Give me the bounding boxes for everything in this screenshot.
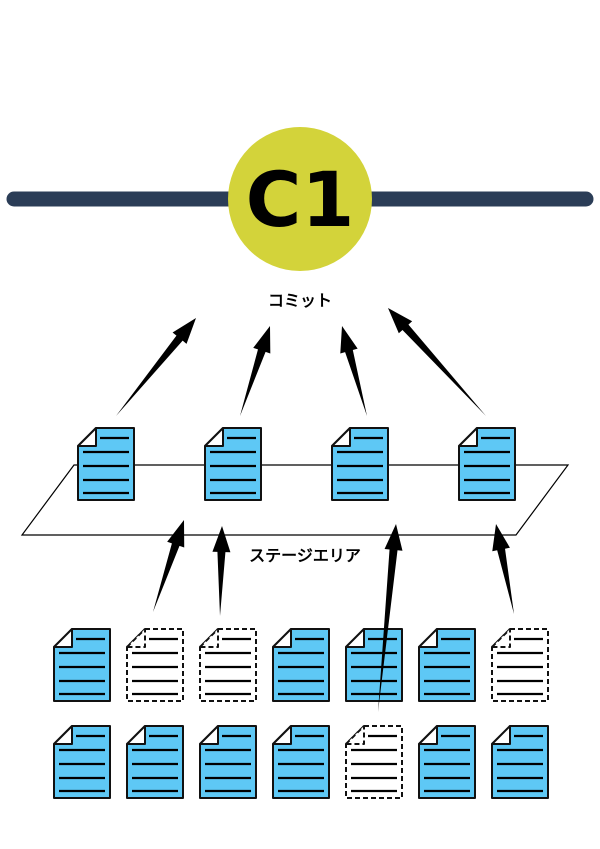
- arrow-up-icon: [240, 326, 271, 416]
- arrow-up-icon: [340, 326, 367, 416]
- document-fold: [345, 628, 365, 648]
- document-fold: [331, 427, 351, 447]
- untracked-file[interactable]: [126, 628, 184, 702]
- working-file[interactable]: [418, 725, 476, 799]
- staged-file[interactable]: [458, 427, 516, 501]
- document-fold: [126, 725, 146, 745]
- arrow-up-icon: [116, 318, 196, 416]
- document-fold: [491, 725, 511, 745]
- document-fold: [126, 628, 146, 648]
- stage-arrows-layer: [153, 520, 514, 712]
- staged-file[interactable]: [331, 427, 389, 501]
- document-fold: [491, 628, 511, 648]
- commit-label: C1: [246, 155, 355, 244]
- commit-circle[interactable]: [228, 127, 372, 271]
- commit-caption: コミット: [268, 291, 332, 310]
- arrow-up-icon: [492, 524, 514, 614]
- document-fold: [458, 427, 478, 447]
- arrow-up-icon: [388, 308, 486, 416]
- commit-node[interactable]: C1: [228, 127, 372, 271]
- untracked-file[interactable]: [491, 628, 549, 702]
- staged-file[interactable]: [204, 427, 262, 501]
- working-file[interactable]: [272, 725, 330, 799]
- working-file[interactable]: [272, 628, 330, 702]
- stage-area-label: ステージエリア: [249, 546, 361, 565]
- document-fold: [345, 725, 365, 745]
- document-fold: [53, 725, 73, 745]
- working-file[interactable]: [491, 725, 549, 799]
- untracked-file[interactable]: [199, 628, 257, 702]
- working-file[interactable]: [53, 725, 111, 799]
- staged-file[interactable]: [77, 427, 135, 501]
- working-file[interactable]: [53, 628, 111, 702]
- document-fold: [418, 628, 438, 648]
- document-fold: [204, 427, 224, 447]
- document-fold: [272, 725, 292, 745]
- stage-area-plane: [20, 464, 570, 536]
- working-file[interactable]: [199, 725, 257, 799]
- document-fold: [77, 427, 97, 447]
- arrow-up-icon: [212, 526, 231, 616]
- document-fold: [199, 725, 219, 745]
- document-fold: [53, 628, 73, 648]
- working-file[interactable]: [345, 628, 403, 702]
- working-file[interactable]: [126, 725, 184, 799]
- arrow-up-icon: [378, 524, 403, 712]
- arrows-layer: [116, 308, 486, 416]
- documents-layer: [53, 427, 549, 799]
- working-file[interactable]: [418, 628, 476, 702]
- untracked-file[interactable]: [345, 725, 403, 799]
- arrow-up-icon: [153, 520, 185, 612]
- document-fold: [418, 725, 438, 745]
- document-fold: [199, 628, 219, 648]
- document-fold: [272, 628, 292, 648]
